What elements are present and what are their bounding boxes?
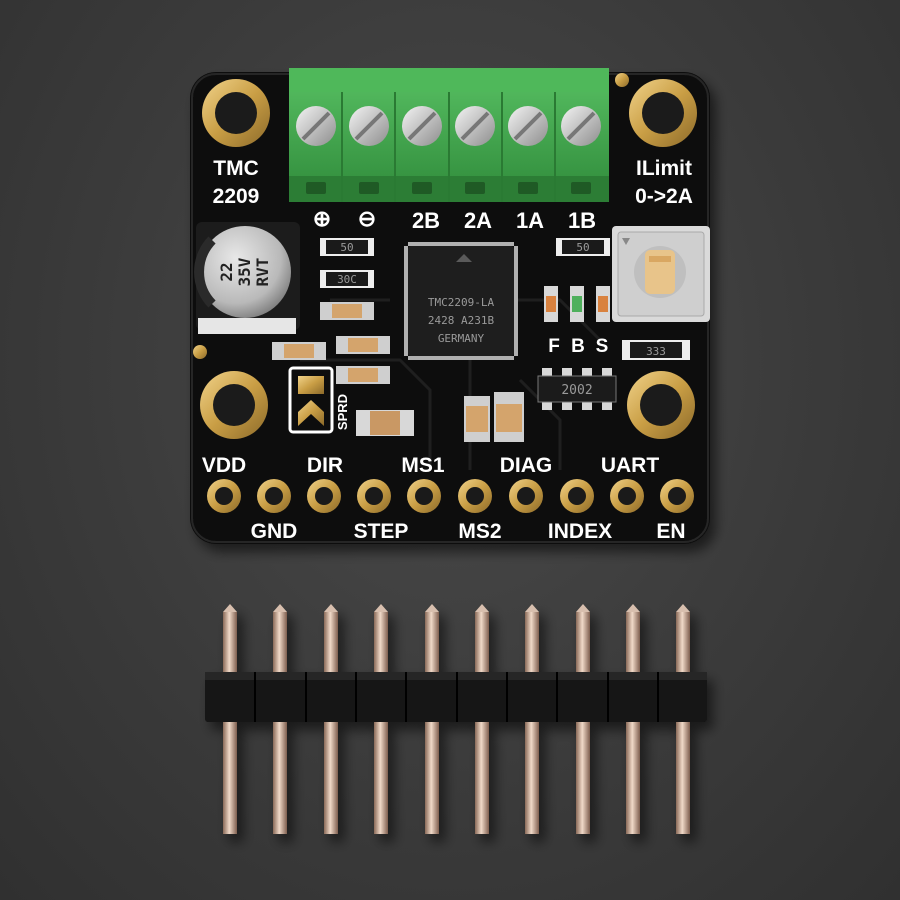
screw-icon <box>349 106 389 146</box>
capacitor-smd-tantalum <box>464 392 524 442</box>
pin-labels-bottom: GND STEP MS2 INDEX EN <box>251 520 686 543</box>
fiducial-top <box>615 73 629 87</box>
jumper-label: SPRD <box>335 394 350 430</box>
led-label-f: F <box>548 336 560 357</box>
ic-marking-line1: TMC2209-LA <box>428 296 495 309</box>
resistor-mid-left: 30C <box>320 270 374 288</box>
spread-jumper: SPRD <box>288 366 350 434</box>
pin-pad <box>307 479 341 513</box>
pin-label-ms1: MS1 <box>401 454 445 477</box>
header-pin <box>223 604 237 834</box>
svg-text:50: 50 <box>340 241 353 254</box>
ilimit-label-line2: 0->2A <box>635 185 693 208</box>
terminal-screws <box>296 106 601 146</box>
terminal-label-2a: 2A <box>464 208 492 233</box>
resistor-array: 2002 <box>537 368 617 410</box>
resistor-right: 333 <box>622 340 690 360</box>
led-label-s: S <box>596 336 609 357</box>
led-label-b: B <box>571 336 585 357</box>
header-pads <box>207 479 694 513</box>
screw-terminal-block <box>289 68 609 202</box>
header-pin <box>576 604 590 834</box>
mounting-hole-top-left <box>202 79 270 147</box>
pin-label-index: INDEX <box>548 520 612 543</box>
resistor-top-right: 50 <box>556 238 610 256</box>
pin-header-strip <box>205 604 707 834</box>
current-limit-potentiometer <box>612 226 710 322</box>
pin-pad <box>407 479 441 513</box>
board-name-line1: TMC <box>213 157 259 180</box>
svg-text:50: 50 <box>576 241 589 254</box>
screw-icon <box>402 106 442 146</box>
capacitor-smd-row <box>272 336 390 384</box>
board-name-line2: 2209 <box>213 185 260 208</box>
header-pin <box>525 604 539 834</box>
screw-icon <box>561 106 601 146</box>
screw-icon <box>508 106 548 146</box>
header-pin <box>374 604 388 834</box>
mounting-hole-bottom-left <box>200 371 268 439</box>
header-pin <box>273 604 287 834</box>
resistor-top-left: 50 <box>320 238 374 256</box>
pin-label-dir: DIR <box>307 454 343 477</box>
header-pin <box>475 604 489 834</box>
capacitor-label-line2: 35V <box>235 257 254 286</box>
capacitor-smd-large <box>356 410 414 436</box>
mounting-hole-bottom-right <box>627 371 695 439</box>
header-pin <box>324 604 338 834</box>
electrolytic-capacitor: 22 35V RVT <box>194 222 300 334</box>
pin-pad <box>610 479 644 513</box>
pin-label-step: STEP <box>354 520 409 543</box>
svg-text:30C: 30C <box>337 273 357 286</box>
pin-pad <box>660 479 694 513</box>
pin-label-uart: UART <box>601 454 659 477</box>
mounting-hole-top-right <box>629 79 697 147</box>
pin-label-en: EN <box>656 520 685 543</box>
svg-text:2002: 2002 <box>561 383 592 398</box>
pin-label-diag: DIAG <box>500 454 553 477</box>
status-leds <box>544 286 610 322</box>
header-pins <box>223 604 690 834</box>
pin-pad <box>560 479 594 513</box>
pin-pad <box>257 479 291 513</box>
pin-label-gnd: GND <box>251 520 298 543</box>
ic-marking-line2: 2428 A231B <box>428 314 495 327</box>
capacitor-label-line1: 22 <box>217 262 236 281</box>
capacitor-label-line3: RVT <box>253 258 272 287</box>
pin-pad <box>509 479 543 513</box>
terminal-label-1a: 1A <box>516 208 544 233</box>
screw-icon <box>455 106 495 146</box>
ilimit-label-line1: ILimit <box>636 157 692 180</box>
header-pin <box>676 604 690 834</box>
terminal-label-minus: ⊖ <box>358 206 376 231</box>
terminal-label-1b: 1B <box>568 208 596 233</box>
terminal-label-plus: ⊕ <box>313 206 331 231</box>
pin-pad <box>207 479 241 513</box>
pin-labels-top: VDD DIR MS1 DIAG UART <box>202 454 660 477</box>
header-pin <box>626 604 640 834</box>
capacitor-smd-small <box>320 302 374 320</box>
pin-pad <box>458 479 492 513</box>
header-pin <box>425 604 439 834</box>
screw-icon <box>296 106 336 146</box>
header-plastic <box>205 672 707 722</box>
terminal-label-2b: 2B <box>412 208 440 233</box>
fiducial-left <box>193 345 207 359</box>
svg-text:333: 333 <box>646 345 666 358</box>
driver-ic: TMC2209-LA 2428 A231B GERMANY <box>404 242 518 360</box>
ic-marking-line3: GERMANY <box>438 332 485 345</box>
pin-pad <box>357 479 391 513</box>
pin-label-ms2: MS2 <box>458 520 501 543</box>
pin-label-vdd: VDD <box>202 454 246 477</box>
